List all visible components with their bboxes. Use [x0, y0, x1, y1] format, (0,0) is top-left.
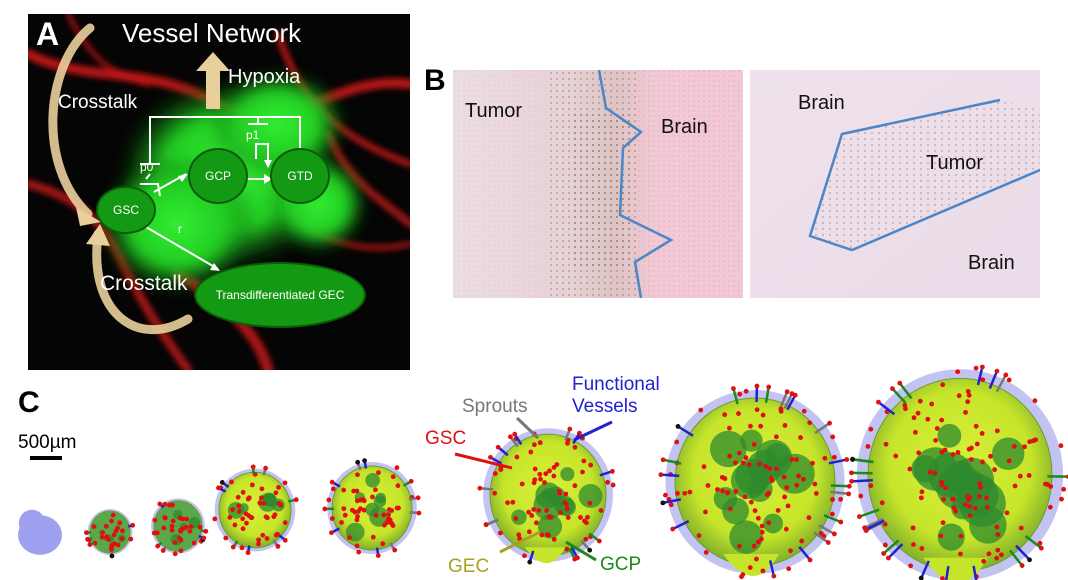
edge-label-p0: p0: [140, 160, 154, 174]
label-functional-vessels: Functional Vessels: [572, 374, 660, 417]
sprouts-leader-line: [515, 416, 540, 440]
crosstalk-label-top: Crosstalk: [58, 92, 138, 113]
gsc-leader-line: [454, 452, 513, 470]
label-gcp: GCP: [600, 554, 642, 575]
panel-a-diagram: Vessel Network Hypoxia Crosstalk Crossta…: [28, 14, 410, 370]
label-gec: GEC: [448, 556, 490, 577]
scale-bar: [30, 456, 62, 460]
tumor-stage-2: [84, 509, 136, 559]
tumor-stage-3: [151, 498, 209, 557]
gcp-leader-line: [565, 540, 597, 562]
gec-leader-line: [499, 530, 541, 554]
tumor-stage-4: [212, 464, 299, 556]
panel-letter-a: A: [36, 16, 60, 52]
histology-image-left: Tumor Brain: [453, 70, 743, 298]
tumor-stage-1: [18, 509, 62, 555]
tumor-stage-7: [658, 383, 852, 580]
crosstalk-label-bottom: Crosstalk: [100, 272, 188, 295]
panel-letter-c: C: [18, 386, 40, 419]
hypoxia-label: Hypoxia: [228, 66, 301, 88]
label-sprouts: Sprouts: [462, 396, 528, 417]
label-brain-right-bottom: Brain: [968, 252, 1015, 274]
node-gcp: GCP: [188, 148, 248, 204]
tumor-stage-5: [322, 458, 422, 558]
histology-image-right: Brain Tumor Brain: [750, 70, 1040, 298]
tumor-stage-6: [477, 426, 616, 565]
functional-vessels-leader-line: [573, 420, 613, 442]
label-brain-right-top: Brain: [798, 92, 845, 114]
diagram-title: Vessel Network: [122, 18, 302, 48]
node-gtd: GTD: [270, 148, 330, 204]
label-brain-left: Brain: [661, 116, 708, 138]
label-gsc: GSC: [425, 428, 467, 449]
node-gsc: GSC: [96, 186, 156, 234]
node-transdifferentiated-gec: Transdifferentiated GEC: [194, 262, 366, 328]
edge-label-r: r: [178, 222, 182, 236]
panel-letter-b: B: [424, 64, 446, 97]
scale-bar-label: 500µm: [18, 432, 77, 453]
tumor-stage-8: [849, 364, 1068, 580]
label-tumor-left: Tumor: [465, 100, 523, 122]
tumor-growth-sequence: [18, 364, 1068, 580]
label-tumor-right: Tumor: [926, 152, 984, 174]
edge-label-p1: p1: [246, 128, 260, 142]
